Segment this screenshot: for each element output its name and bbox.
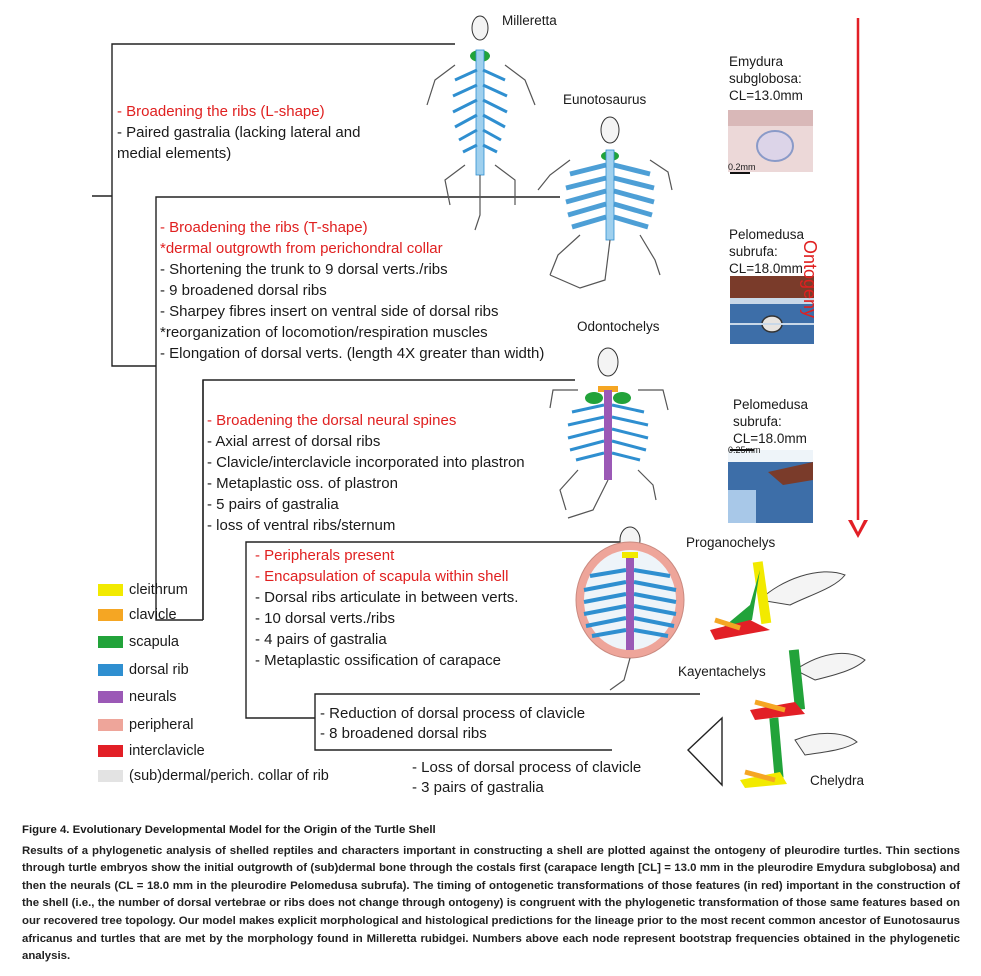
legend-label: dorsal rib (129, 662, 189, 678)
character-line: - Encapsulation of scapula within shell (255, 568, 509, 585)
character-line: - 10 dorsal verts./ribs (255, 610, 396, 627)
character-line: - Peripherals present (255, 547, 395, 564)
ontogeny-arrow (848, 18, 868, 538)
histology-image-3 (728, 449, 813, 523)
histology-scale-1: 0.2mm (728, 162, 756, 172)
taxon-label-kayentachelys: Kayentachelys (678, 664, 766, 679)
histology-label-2: Pelomedusa subrufa: CL=18.0mm (729, 227, 805, 276)
character-line: *dermal outgrowth from perichondral coll… (160, 240, 443, 257)
taxon-label-chelydra: Chelydra (810, 773, 865, 788)
taxon-label-eunotosaurus: Eunotosaurus (563, 92, 647, 107)
character-line: medial elements) (117, 145, 232, 162)
character-line: - 5 pairs of gastralia (207, 496, 339, 513)
character-line: - loss of ventral ribs/sternum (207, 517, 396, 534)
character-line: - Elongation of dorsal verts. (length 4X… (160, 345, 545, 362)
legend-swatch (98, 691, 123, 703)
character-line: - Loss of dorsal process of clavicle (412, 759, 642, 776)
taxon-label-proganochelys: Proganochelys (686, 535, 776, 550)
histology-image-2 (730, 276, 814, 344)
character-line: - Paired gastralia (lacking lateral and (117, 124, 361, 141)
legend-swatch (98, 745, 123, 757)
legend-label: interclavicle (129, 743, 205, 759)
caption-title: Figure 4. Evolutionary Developmental Mod… (22, 824, 436, 836)
legend-swatch (98, 719, 123, 731)
taxon-label-milleretta: Milleretta (502, 13, 557, 28)
histology-label-3: Pelomedusa subrufa: CL=18.0mm (733, 397, 809, 446)
legend-item: peripheral (98, 715, 194, 735)
legend-item: cleithrum (98, 580, 188, 600)
tree-branches (92, 43, 723, 787)
histology-scale-3: 0.25mm (728, 445, 761, 455)
eunotosaurus-illustration (537, 116, 673, 289)
legend-item: interclavicle (98, 741, 205, 761)
legend-item: neurals (98, 687, 177, 707)
character-line: - Dorsal ribs articulate in between vert… (255, 589, 519, 606)
character-line: - Metaplastic ossification of carapace (255, 652, 501, 669)
legend-swatch (98, 770, 123, 782)
legend-label: scapula (129, 634, 179, 650)
ontogeny-label: Ontogeny (800, 240, 820, 319)
legend-label: clavicle (129, 607, 177, 623)
legend-label: peripheral (129, 717, 194, 733)
character-line: - Metaplastic oss. of plastron (207, 475, 398, 492)
legend-swatch (98, 609, 123, 621)
character-line: - 3 pairs of gastralia (412, 779, 544, 796)
character-line: - 9 broadened dorsal ribs (160, 282, 327, 299)
histology-image-1 (728, 110, 813, 174)
legend-item: (sub)dermal/perich. collar of rib (98, 766, 329, 786)
character-line: - Shortening the trunk to 9 dorsal verts… (160, 261, 448, 278)
chelydra-girdle-illustration (740, 717, 858, 788)
legend-item: dorsal rib (98, 660, 189, 680)
character-line: - Clavicle/interclavicle incorporated in… (207, 454, 525, 471)
legend-swatch (98, 664, 123, 676)
figure-caption: Figure 4. Evolutionary Developmental Mod… (22, 822, 960, 966)
proganochelys-shell-illustration (575, 526, 685, 691)
caption-body: Results of a phylogenetic analysis of sh… (22, 844, 960, 963)
character-line: - Axial arrest of dorsal ribs (207, 433, 381, 450)
legend-label: cleithrum (129, 582, 188, 598)
character-line: - Broadening the dorsal neural spines (207, 412, 457, 429)
histology-label-1: Emydura subglobosa: CL=13.0mm (729, 54, 803, 103)
legend-swatch (98, 584, 123, 596)
taxon-label-odontochelys: Odontochelys (577, 319, 660, 334)
legend-item: scapula (98, 632, 179, 652)
proganochelys-girdle-illustration (710, 561, 846, 640)
character-line: - 4 pairs of gastralia (255, 631, 387, 648)
legend-swatch (98, 636, 123, 648)
legend-label: (sub)dermal/perich. collar of rib (129, 768, 329, 784)
kayentachelys-girdle-illustration (750, 649, 866, 720)
legend-label: neurals (129, 689, 177, 705)
legend-item: clavicle (98, 605, 177, 625)
milleretta-illustration (426, 15, 536, 231)
character-line: - Sharpey fibres insert on ventral side … (160, 303, 499, 320)
character-line: - 8 broadened dorsal ribs (320, 725, 487, 742)
character-line: - Broadening the ribs (T-shape) (160, 219, 368, 236)
odontochelys-illustration (549, 347, 669, 519)
character-line: *reorganization of locomotion/respiratio… (160, 324, 488, 341)
character-line: - Reduction of dorsal process of clavicl… (320, 705, 586, 722)
character-line: - Broadening the ribs (L-shape) (117, 103, 325, 120)
